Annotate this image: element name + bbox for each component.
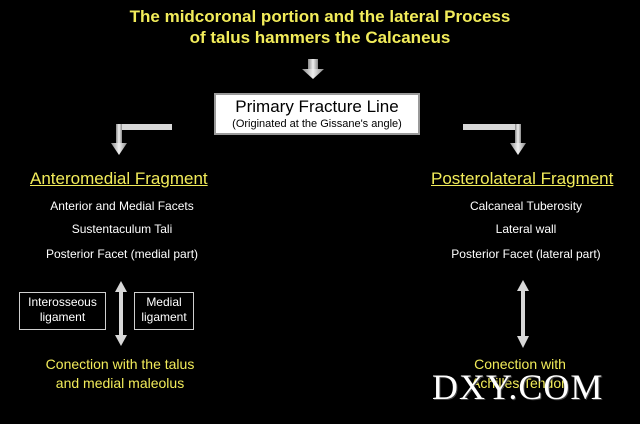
top-down-arrow [302,59,324,79]
anteromedial-item-1: Anterior and Medial Facets [50,199,194,213]
anteromedial-item-3: Posterior Facet (medial part) [45,247,199,261]
interosseous-line-1: Interosseous [28,295,97,309]
anteromedial-item-2: Sustentaculum Tali [71,222,173,236]
posterolateral-heading: Posterolateral Fragment [431,169,614,188]
posterolateral-item-1: Calcaneal Tuberosity [469,199,583,213]
watermark: DXY.COM [432,367,604,407]
medial-ligament-line-1: Medial [146,295,182,309]
posterolateral-connection-line-1: Conection with [474,356,566,372]
medial-ligament-line-2: ligament [141,310,187,324]
anteromedial-connection-line-2: and medial maleolus [55,375,185,391]
right-double-arrow [517,280,529,348]
interosseous-ligament-box: Interosseous ligament [19,292,106,330]
posterolateral-item-3: Posterior Facet (lateral part) [451,247,601,261]
posterolateral-item-2: Lateral wall [495,222,557,236]
interosseous-line-2: ligament [39,310,86,324]
primary-subtitle: (Originated at the Gissane's angle) [232,118,402,130]
posterolateral-connection: Conection with Achilles Tendon [420,355,620,393]
left-elbow-arrow [111,124,172,155]
title-line-1: The midcoronal portion and the lateral P… [129,7,511,26]
right-elbow-arrow [463,124,526,155]
primary-title: Primary Fracture Line [235,97,399,116]
medial-ligament-box: Medial ligament [134,292,194,330]
anteromedial-connection-line-1: Conection with the talus [45,356,195,372]
title-line-2: of talus hammers the Calcaneus [189,28,451,47]
anteromedial-connection: Conection with the talus and medial male… [20,355,220,393]
primary-fracture-box: Primary Fracture Line (Originated at the… [214,93,420,135]
left-double-arrow [115,281,127,346]
anteromedial-heading: Anteromedial Fragment [30,169,208,188]
diagram-title: The midcoronal portion and the lateral P… [0,6,640,48]
posterolateral-connection-line-2: Achilles Tendon [471,375,569,391]
